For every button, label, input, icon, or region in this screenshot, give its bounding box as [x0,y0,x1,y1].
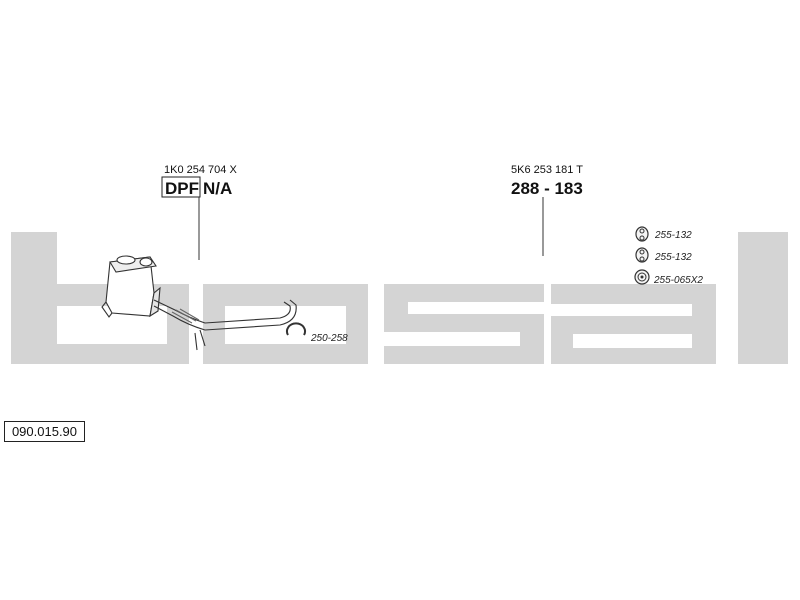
part-1-code: N/A [203,179,232,198]
exhaust-pipe-drawing [153,299,297,351]
part-2-number: 5K6 253 181 T [511,164,583,176]
clamp-fitting: 250-258 [286,322,348,344]
rubber-hanger-icon [635,226,649,242]
dpf-filter-drawing [101,255,161,318]
fitting-ref-2: 255-132 [654,230,692,241]
clamp-icon [286,322,306,336]
dpf-badge-box [161,176,201,198]
rubber-hanger-icon [635,247,649,263]
fitting-ref-3: 255-132 [654,252,692,263]
reference-number: 090.015.90 [4,421,85,442]
part-1-label: 1K0 254 704 X DPF N/A [161,164,237,260]
dpf-badge: DPF [165,179,199,198]
fitting-ref-4: 255-065X2 [653,275,703,286]
rubber-ring-icon [634,269,650,285]
part-2-label: 5K6 253 181 T 288 - 183 [511,164,583,256]
part-2-code: 288 - 183 [511,179,583,198]
fitting-ref-1: 250-258 [310,333,348,344]
part-1-number: 1K0 254 704 X [164,164,237,176]
hanger-fittings: 255-132 255-132 255-065X2 [634,226,703,286]
